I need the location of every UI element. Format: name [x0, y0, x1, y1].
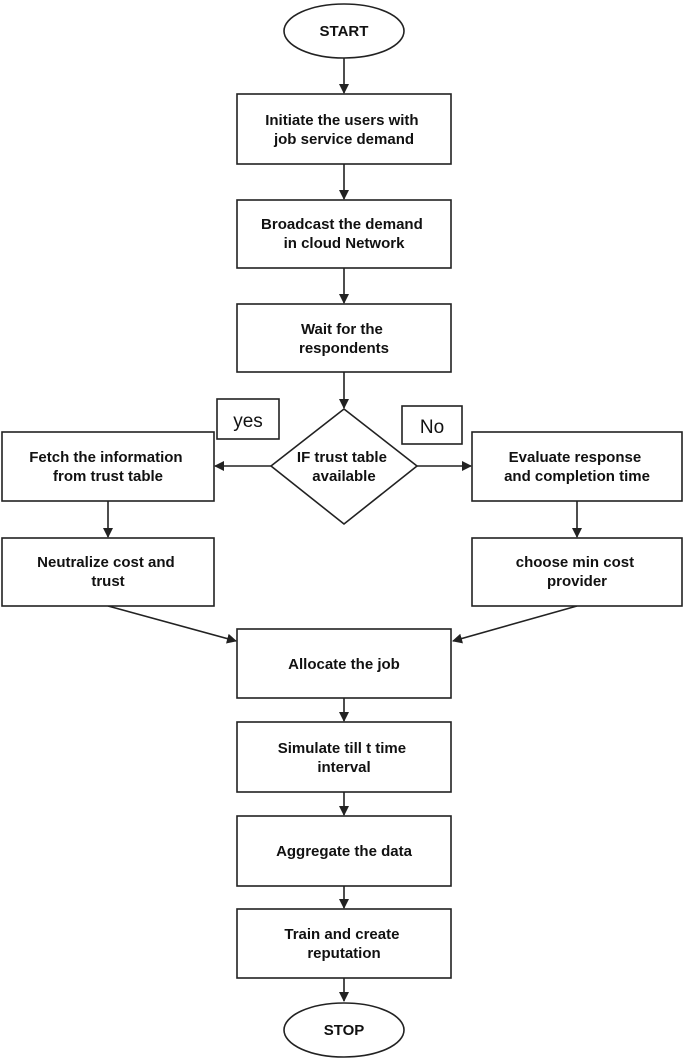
- svg-text:yes: yes: [233, 411, 263, 432]
- node-broadcast-line-2: in cloud Network: [284, 235, 406, 252]
- node-fetch: Fetch the information from trust table: [1, 431, 215, 502]
- node-decision-line-2: available: [312, 468, 375, 485]
- branch-label-yes: yes: [216, 398, 280, 440]
- node-simulate: Simulate till t time interval: [236, 721, 452, 793]
- node-evaluate-line-2: and completion time: [504, 468, 650, 485]
- node-fetch-line-1: Fetch the information: [29, 449, 182, 466]
- svg-text:Initiate the users with: Initiate the users with job service dema…: [265, 112, 423, 148]
- node-train: Train and create reputation: [236, 908, 452, 979]
- svg-text:Fetch the information fr: Fetch the information from trust table: [29, 449, 187, 485]
- node-wait-line-1: Wait for the: [301, 321, 383, 338]
- svg-text:Aggregate the data: Aggregate the data: [276, 843, 413, 860]
- node-simulate-line-2: interval: [317, 759, 370, 776]
- node-aggregate: Aggregate the data: [236, 815, 452, 887]
- node-broadcast: Broadcast the demand in cloud Network: [236, 199, 452, 269]
- node-decision: IF trust table available: [269, 407, 419, 526]
- node-train-line-2: reputation: [307, 945, 380, 962]
- node-neutralize-line-2: trust: [91, 573, 124, 590]
- svg-text:STOP: STOP: [324, 1022, 365, 1039]
- branch-label-no: No: [401, 405, 463, 445]
- node-stop: STOP: [283, 1002, 405, 1058]
- node-fetch-line-2: from trust table: [53, 468, 163, 485]
- node-neutralize: Neutralize cost and trust: [1, 537, 215, 607]
- svg-text:Broadcast the demand in: Broadcast the demand in cloud Network: [261, 216, 427, 252]
- node-allocate-line-1: Allocate the job: [288, 656, 400, 673]
- svg-text:No: No: [420, 417, 444, 438]
- branch-label-no-text: No: [420, 417, 444, 438]
- svg-text:START: START: [320, 23, 369, 40]
- svg-text:choose min cost provider: choose min cost provider: [516, 554, 639, 590]
- node-choose: choose min cost provider: [471, 537, 683, 607]
- svg-text:Neutralize cost and trus: Neutralize cost and trust: [37, 554, 179, 590]
- branch-label-yes-text: yes: [233, 411, 263, 432]
- edges: [103, 58, 582, 1002]
- node-choose-line-1: choose min cost: [516, 554, 634, 571]
- svg-text:Allocate the job: Allocate the job: [288, 656, 400, 673]
- edge-choose-allocate: [452, 605, 578, 644]
- node-broadcast-line-1: Broadcast the demand: [261, 216, 423, 233]
- node-allocate: Allocate the job: [236, 628, 452, 699]
- node-wait-line-2: respondents: [299, 340, 389, 357]
- node-aggregate-line-1: Aggregate the data: [276, 843, 413, 860]
- node-wait: Wait for the respondents: [236, 303, 452, 373]
- node-start-line-1: START: [320, 23, 369, 40]
- node-neutralize-line-1: Neutralize cost and: [37, 554, 175, 571]
- node-simulate-line-1: Simulate till t time: [278, 740, 406, 757]
- node-stop-line-1: STOP: [324, 1022, 365, 1039]
- svg-text:Evaluate response and co: Evaluate response and completion time: [504, 449, 650, 485]
- node-start: START: [283, 3, 405, 59]
- node-evaluate: Evaluate response and completion time: [471, 431, 683, 502]
- node-decision-line-1: IF trust table: [297, 449, 387, 466]
- svg-text:IF trust table available: IF trust table available: [297, 449, 391, 485]
- node-initiate: Initiate the users with job service dema…: [236, 93, 452, 165]
- node-initiate-line-2: job service demand: [273, 131, 414, 148]
- svg-text:Simulate till t time int: Simulate till t time interval: [278, 740, 411, 776]
- svg-text:Wait for the respondents: Wait for the respondents: [299, 321, 389, 357]
- node-choose-line-2: provider: [547, 573, 607, 590]
- node-train-line-1: Train and create: [284, 926, 399, 943]
- edge-neutralize-allocate: [107, 605, 237, 644]
- node-initiate-line-1: Initiate the users with: [265, 112, 418, 129]
- node-evaluate-line-1: Evaluate response: [509, 449, 642, 466]
- svg-text:Train and create reputat: Train and create reputation: [284, 926, 403, 962]
